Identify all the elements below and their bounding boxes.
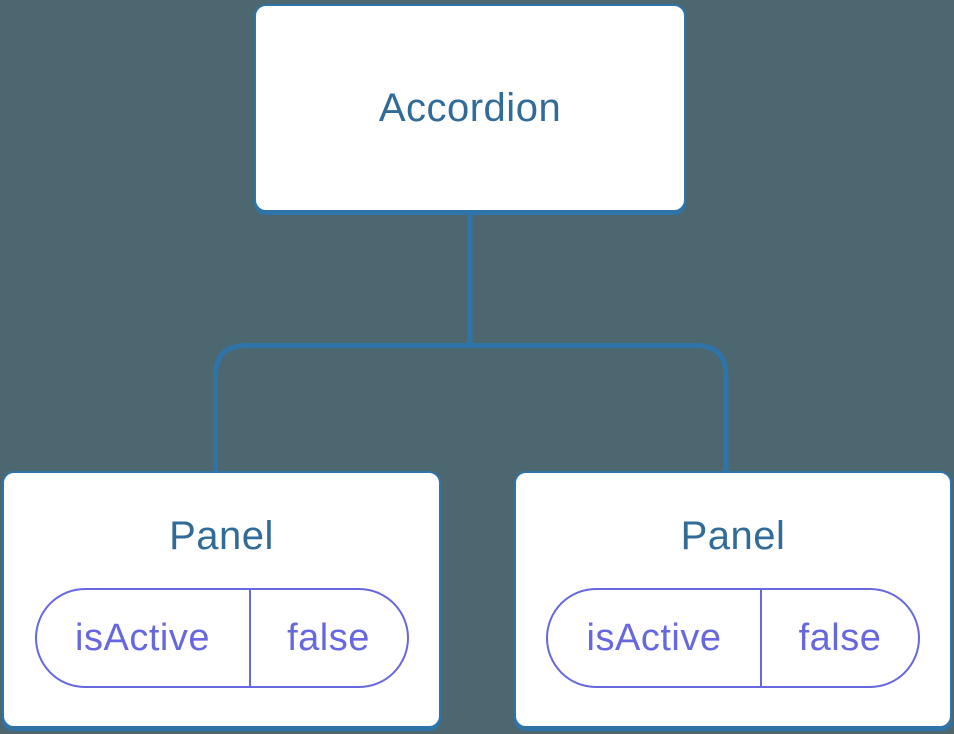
branch-line xyxy=(213,343,729,472)
state-value-2: false xyxy=(760,590,918,686)
panel-node-1-label: Panel xyxy=(169,514,274,558)
state-key-2: isActive xyxy=(586,616,722,659)
state-key-1: isActive xyxy=(75,616,210,659)
accordion-node: Accordion xyxy=(254,4,686,212)
panel-node-2-label: Panel xyxy=(680,514,786,558)
panel-node-1: Panel isActive false xyxy=(2,471,441,728)
accordion-node-label: Accordion xyxy=(378,85,562,130)
state-pill-1: isActive false xyxy=(34,588,409,688)
panel-node-2: Panel isActive false xyxy=(514,471,952,728)
state-value-1: false xyxy=(248,590,407,686)
state-pill-2: isActive false xyxy=(546,588,920,688)
